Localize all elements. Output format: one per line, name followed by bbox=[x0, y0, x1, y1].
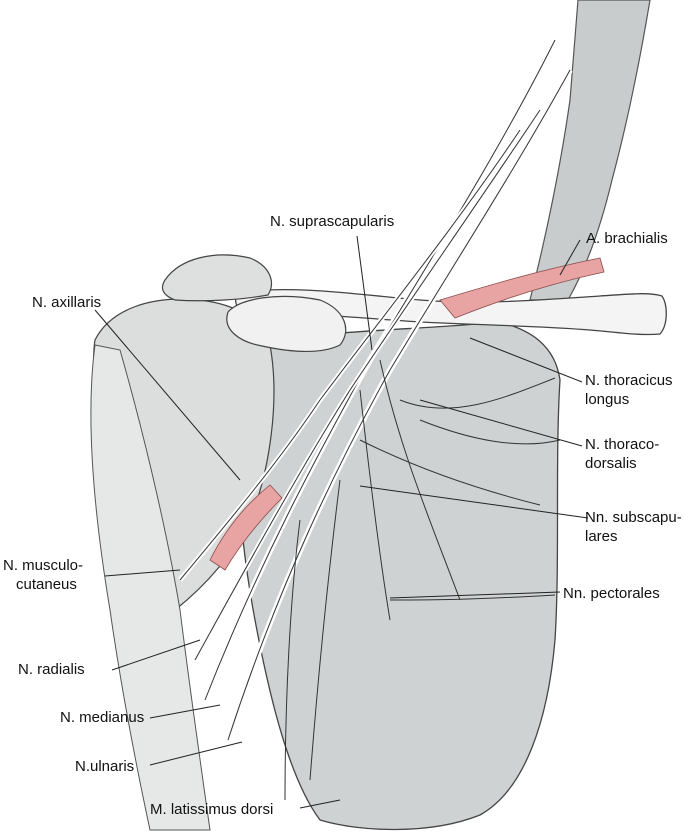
brachial-plexus bbox=[178, 38, 573, 801]
artery-axillary bbox=[209, 484, 283, 571]
artery-brachialis bbox=[439, 257, 605, 319]
label-n-thoracicus-longus-2: longus bbox=[585, 391, 630, 408]
humerus-bone bbox=[529, 0, 651, 301]
leader-lines bbox=[94, 235, 589, 809]
label-nn-subscapulares-2: lares bbox=[585, 528, 618, 545]
label-n-medianus: N. medianus bbox=[60, 709, 145, 726]
label-n-thoracodorsalis-2: dorsalis bbox=[585, 455, 637, 472]
label-n-radialis: N. radialis bbox=[18, 661, 85, 678]
label-a-brachialis: A. brachialis bbox=[586, 230, 668, 247]
label-n-thoracodorsalis-1: N. thoraco- bbox=[585, 436, 660, 453]
label-n-ulnaris: N.ulnaris bbox=[75, 758, 135, 775]
label-n-thoracicus-longus-1: N. thoracicus bbox=[585, 372, 673, 389]
label-n-musculocutaneus-2: cutaneus bbox=[16, 576, 77, 593]
label-n-suprascapularis: N. suprascapularis bbox=[270, 213, 395, 230]
upper-arm bbox=[90, 344, 211, 831]
coracoid-process bbox=[226, 295, 347, 353]
acromion bbox=[161, 254, 272, 302]
label-n-axillaris: N. axillaris bbox=[32, 294, 102, 311]
label-nn-subscapulares-1: Nn. subscapu- bbox=[585, 509, 682, 526]
label-m-latissimus-dorsi: M. latissimus dorsi bbox=[150, 801, 274, 818]
label-n-musculocutaneus-1: N. musculo- bbox=[3, 557, 84, 574]
label-nn-pectorales: Nn. pectorales bbox=[563, 585, 660, 602]
